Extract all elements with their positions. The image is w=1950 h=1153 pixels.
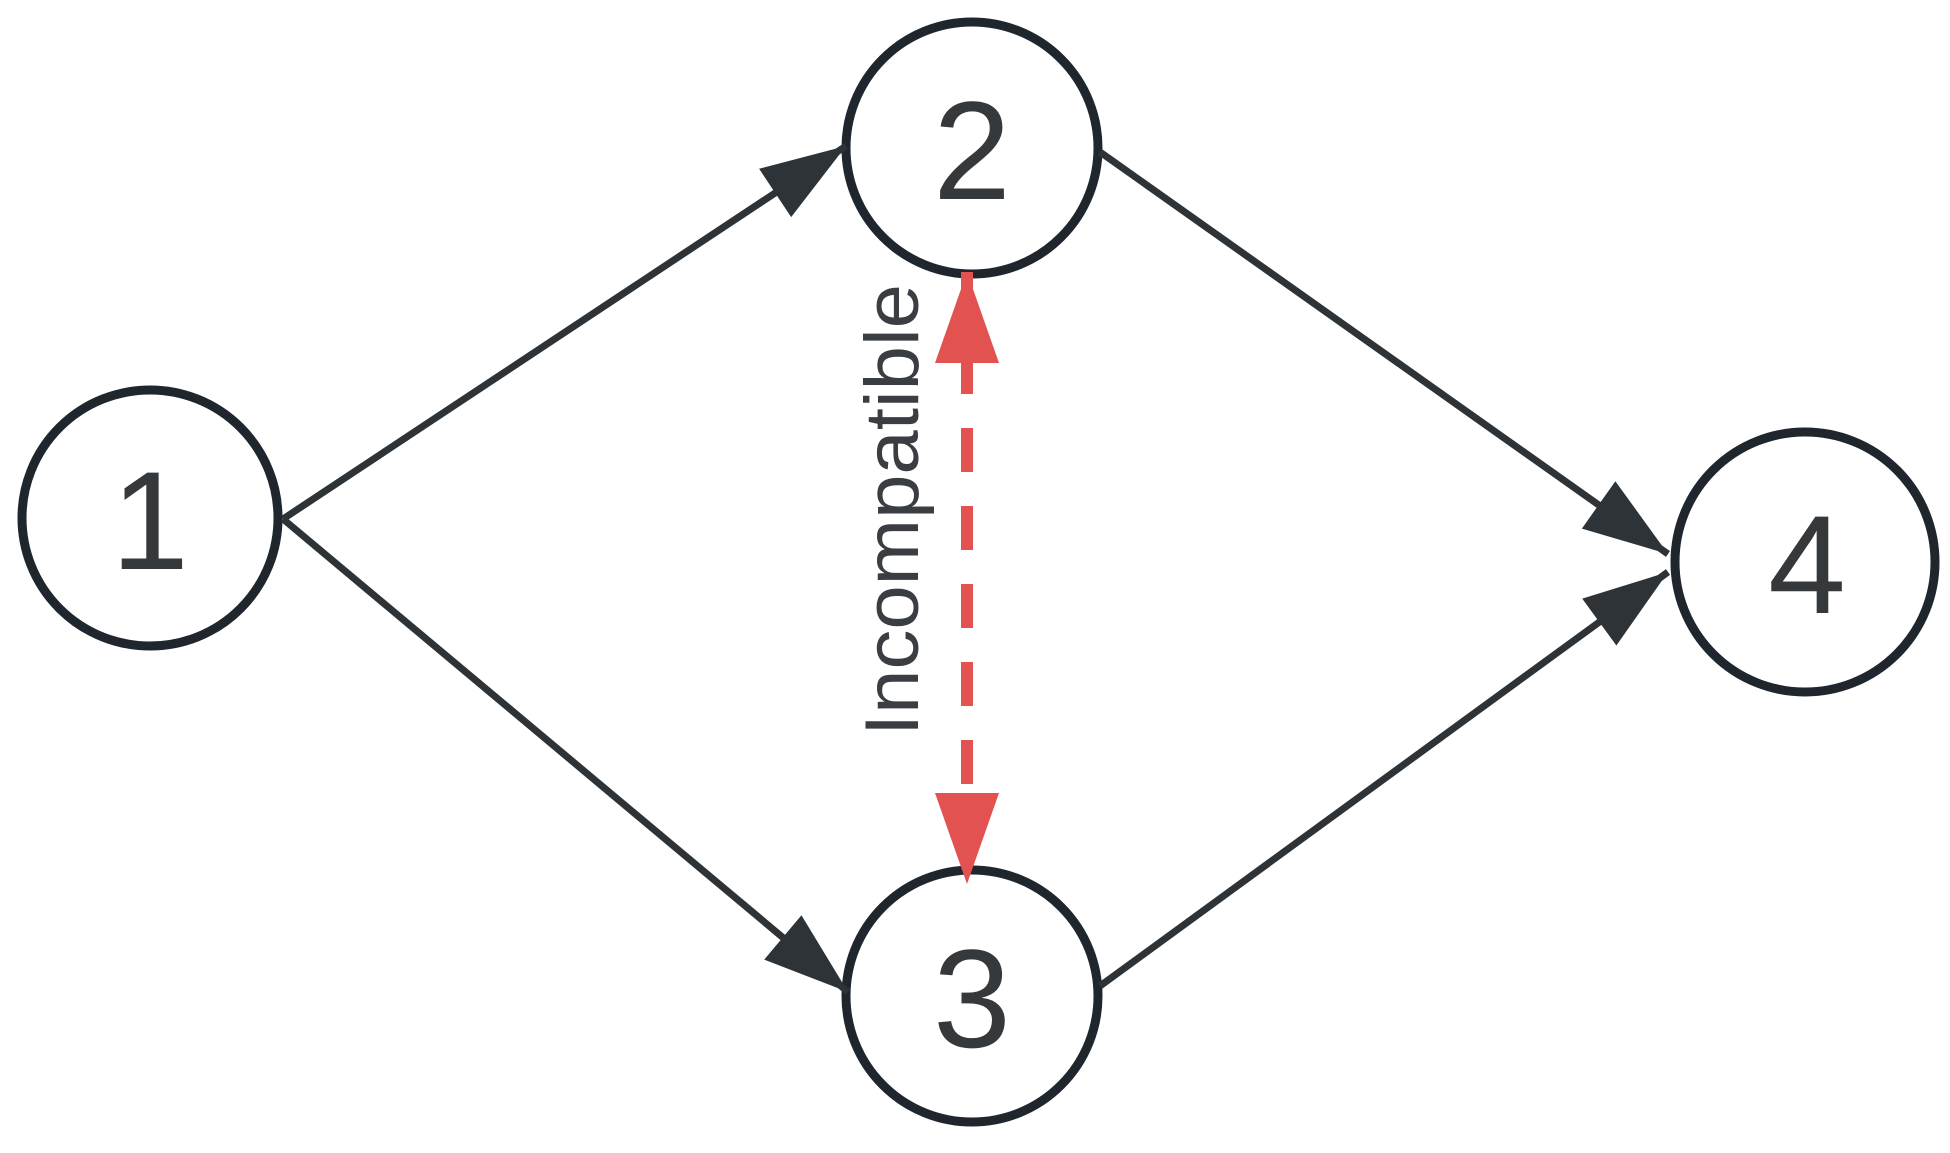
node-1-label: 1: [111, 442, 189, 599]
node-1-circle: [17, 385, 283, 651]
node-4-label: 4: [1768, 486, 1846, 643]
node-2-label: 2: [933, 72, 1011, 229]
incompatible-label: Incompatible: [850, 284, 935, 736]
edge-3-to-4: [1097, 569, 1671, 989]
edge-1-to-3: [280, 516, 851, 995]
edge-2-to-4: [1097, 149, 1671, 557]
node-4-circle: [1670, 427, 1940, 697]
node-3-label: 3: [933, 920, 1011, 1077]
edge-1-to-2: [281, 143, 848, 522]
